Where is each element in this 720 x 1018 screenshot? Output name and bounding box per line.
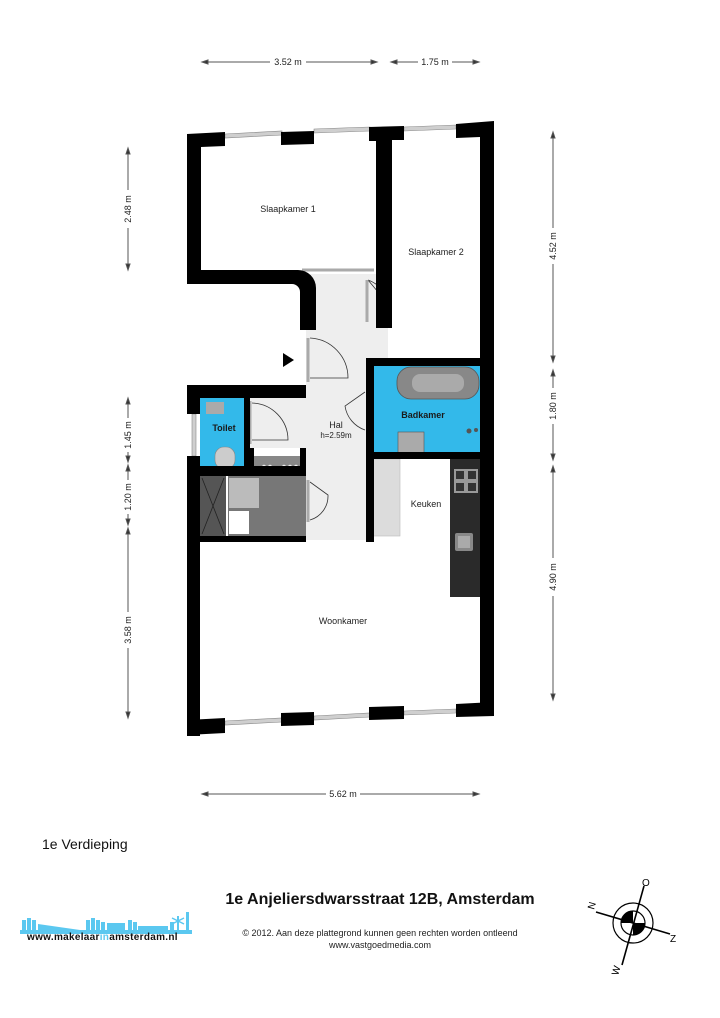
dim-top-right: 1.75 m [421, 57, 449, 67]
room-label-woonkamer: Woonkamer [319, 616, 367, 626]
room-label-toilet: Toilet [212, 423, 235, 433]
address-title: 1e Anjeliersdwarsstraat 12B, Amsterdam [225, 891, 535, 908]
bathroom-vanity [397, 431, 425, 454]
toilet-sink [206, 402, 224, 414]
floor-areas [200, 274, 480, 597]
room-label-hal: Hal [329, 420, 343, 430]
entrance-arrow-icon [283, 353, 294, 367]
dim-top-left: 3.52 m [274, 57, 302, 67]
room-label-slaapkamer1: Slaapkamer 1 [260, 204, 316, 214]
room-label-badkamer: Badkamer [401, 410, 445, 420]
floor-name: 1e Verdieping [42, 836, 128, 852]
toilet-bowl [214, 446, 236, 470]
dim-bottom: 5.62 m [329, 789, 357, 799]
compass-rose-icon: N O Z W [586, 878, 676, 977]
compass-south: Z [670, 934, 676, 945]
compass-east: O [642, 878, 650, 889]
hall-floor [248, 274, 388, 540]
compass-west: W [610, 964, 623, 977]
dim-left-2: 1.45 m [123, 421, 133, 449]
door-toilet [251, 402, 289, 441]
compass-north: N [586, 901, 599, 911]
dim-left-3: 1.20 m [123, 483, 133, 511]
fixtures [206, 366, 480, 470]
washer [229, 478, 259, 508]
dimension-lines [125, 59, 556, 797]
copyright-text: © 2012. Aan deze plattegrond kunnen geen… [242, 928, 518, 938]
room-label-keuken: Keuken [411, 499, 442, 509]
utility-sink [229, 511, 249, 534]
door-utility [309, 481, 329, 521]
website-text: www.vastgoedmedia.com [328, 940, 432, 950]
dim-left-1: 2.48 m [123, 195, 133, 223]
copyright-block: © 2012. Aan deze plattegrond kunnen geen… [0, 927, 720, 951]
dim-left-4: 3.58 m [123, 616, 133, 644]
walls [187, 121, 494, 736]
makelaar-logo [20, 912, 192, 934]
room-label-hal-height: h=2.59m [320, 431, 352, 440]
door-badkamer [344, 391, 366, 431]
door-slaapkamer1 [309, 337, 349, 379]
dim-right-1: 4.52 m [548, 232, 558, 260]
kitchen-counter-left [369, 458, 401, 537]
room-label-slaapkamer2: Slaapkamer 2 [408, 247, 464, 257]
dim-right-3: 4.90 m [548, 563, 558, 591]
logo-text: www.makelaarinamsterdam.nl [27, 932, 178, 943]
dim-right-2: 1.80 m [548, 392, 558, 420]
